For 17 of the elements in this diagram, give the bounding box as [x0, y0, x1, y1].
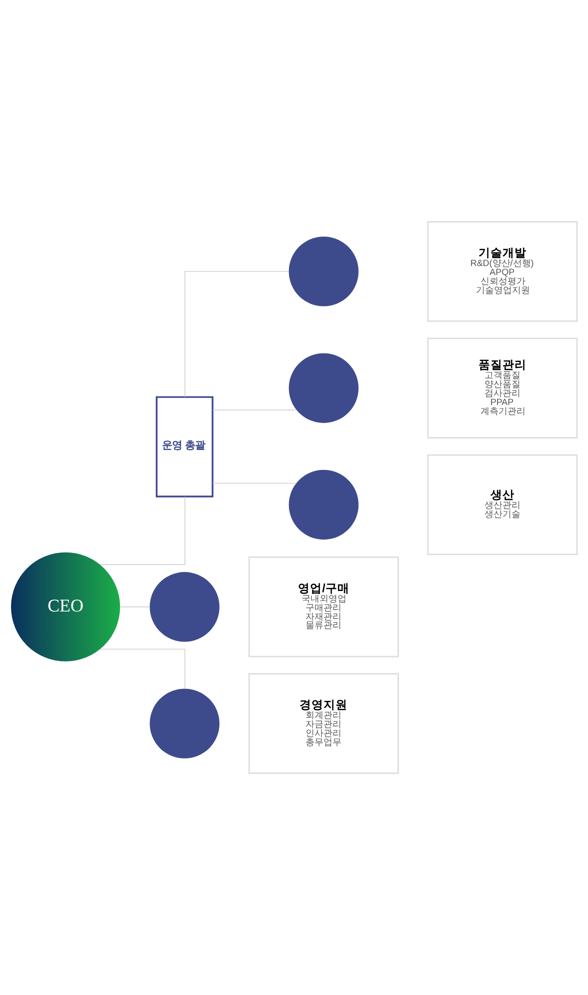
node-box: 운영 총괄 — [156, 396, 214, 498]
connector — [100, 496, 186, 565]
node-box: 생산 생산관리 생산기술 — [427, 454, 578, 556]
node-circle: CEO — [11, 552, 120, 662]
node-circle — [288, 470, 359, 540]
node-box: 기술개발 R&D(양산/선행) APQP 신뢰성평가 기술영업지원 — [427, 221, 578, 322]
connector — [100, 648, 186, 689]
connector — [212, 482, 297, 484]
node-circle — [150, 572, 220, 642]
node-circle — [150, 688, 220, 758]
node-box: 품질관리 고객품질 양산품질 검사관리 PPAP 계측기관리 — [427, 338, 578, 438]
connector — [184, 271, 290, 398]
node-box: 경영지원 회계관리 자금관리 인사관리 총무업무 — [248, 673, 399, 774]
node-circle — [288, 236, 359, 306]
connector — [120, 606, 150, 608]
node-circle — [288, 353, 359, 423]
node-box: 영업/구매 국내외영업 구매관리 자재관리 물류관리 — [248, 556, 399, 658]
